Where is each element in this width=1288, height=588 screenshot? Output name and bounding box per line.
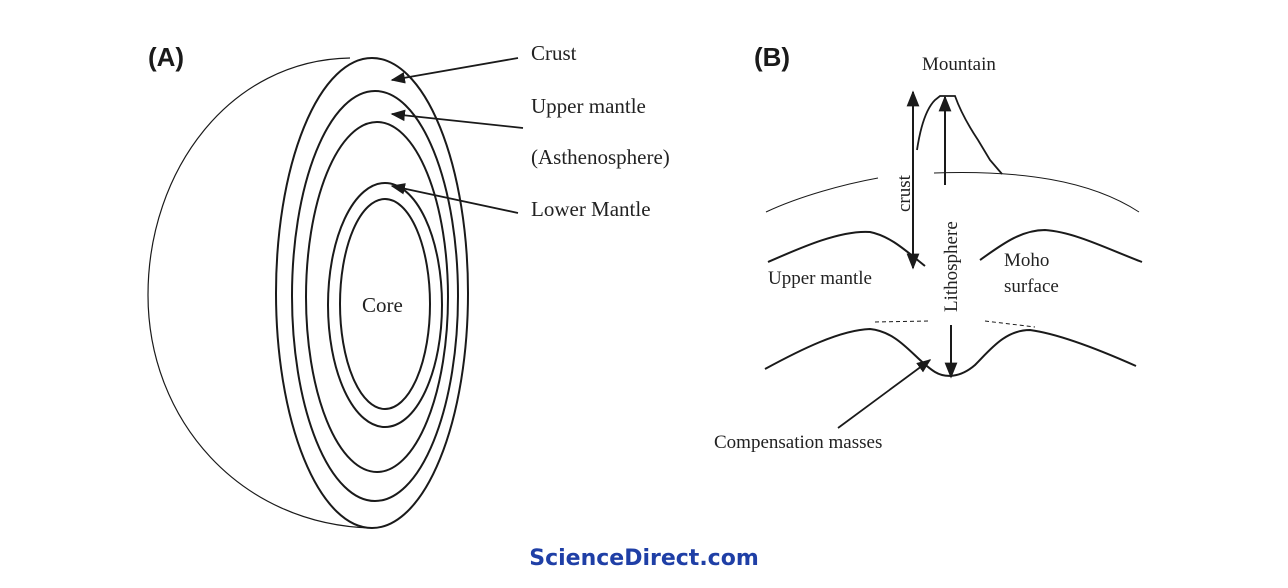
surface-right xyxy=(933,172,1140,213)
moho-left xyxy=(767,230,926,267)
mountain-profile xyxy=(916,95,1003,175)
crust-vertical-label: crust xyxy=(894,174,915,212)
lower-mantle-arrow xyxy=(390,183,519,214)
crust-ellipse xyxy=(275,57,469,529)
crust-arrow xyxy=(390,57,519,84)
upper-mantle-label: Upper mantle xyxy=(531,94,646,118)
upper-mantle-arrow xyxy=(390,109,524,129)
asthenosphere-ellipse xyxy=(305,121,449,473)
hemisphere-outline xyxy=(147,57,373,529)
panel-b-label: (B) xyxy=(754,42,790,72)
moho-surface-label: surface xyxy=(1004,276,1059,297)
moho-label: Moho xyxy=(1004,250,1049,271)
panel-a-label: (A) xyxy=(148,42,184,72)
moho-right xyxy=(979,228,1143,263)
surface-left xyxy=(765,177,879,213)
crust-label: Crust xyxy=(531,41,577,65)
earth-cross-section xyxy=(147,57,469,529)
upper-mantle-b-label: Upper mantle xyxy=(768,268,872,289)
core-label: Core xyxy=(362,293,403,317)
core-ellipse xyxy=(339,198,431,410)
sciencedirect-logo[interactable]: ScienceDirect.com xyxy=(529,546,759,571)
compensation-masses-label: Compensation masses xyxy=(714,432,882,453)
upper-mantle-ellipse xyxy=(291,90,459,502)
lithosphere-label: Lithosphere xyxy=(941,221,962,312)
asthenosphere-label: (Asthenosphere) xyxy=(531,145,670,169)
mountain-label: Mountain xyxy=(922,54,996,75)
lower-mantle-label: Lower Mantle xyxy=(531,197,651,221)
lower-mantle-ellipse xyxy=(327,182,443,428)
compensation-arrow xyxy=(837,359,932,429)
dashed-right xyxy=(984,320,1036,328)
dashed-left xyxy=(874,320,929,323)
